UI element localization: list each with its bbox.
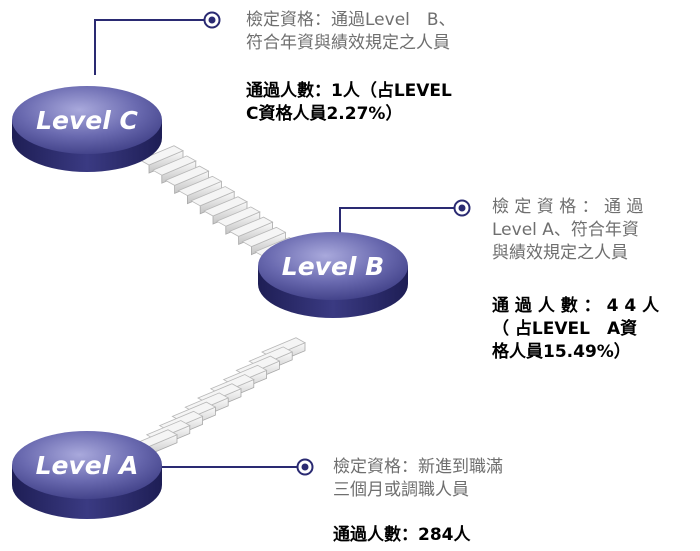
level-b-disc: Level B [258,232,408,318]
level-c-qualification: 檢定資格：通過Level B、 符合年資與績效規定之人員 [246,10,456,53]
stair-step [215,206,261,235]
target-bullet-icon [203,11,221,29]
level-b-passed-count: 通 過 人 數 ： 4 4 人 （ 占LEVEL A資 格人員15.49%） [492,296,660,362]
target-bullet-icon [296,458,314,476]
target-bullet-icon [453,199,471,217]
staircase-upper [139,145,312,276]
level-c-disc: Level C [12,86,162,172]
level-a-disc: Level A [12,431,162,519]
level-b-label: Level B [282,252,384,281]
level-b-qualification: 檢 定 資 格 ： 通 過 Level A、符合年資 與績效規定之人員 [492,197,644,263]
level-c-passed-count: 通過人數：1人（占LEVEL C資格人員2.27%） [246,81,452,124]
level-a-qualification: 檢定資格：新進到職滿 三個月或調職人員 [333,457,503,500]
level-a-label: Level A [36,451,139,480]
level-c-label: Level C [36,106,138,135]
connector-line-level-c [94,19,205,75]
level-a-passed-count: 通過人數：284人 [333,525,471,545]
staircase-lower [133,337,306,458]
